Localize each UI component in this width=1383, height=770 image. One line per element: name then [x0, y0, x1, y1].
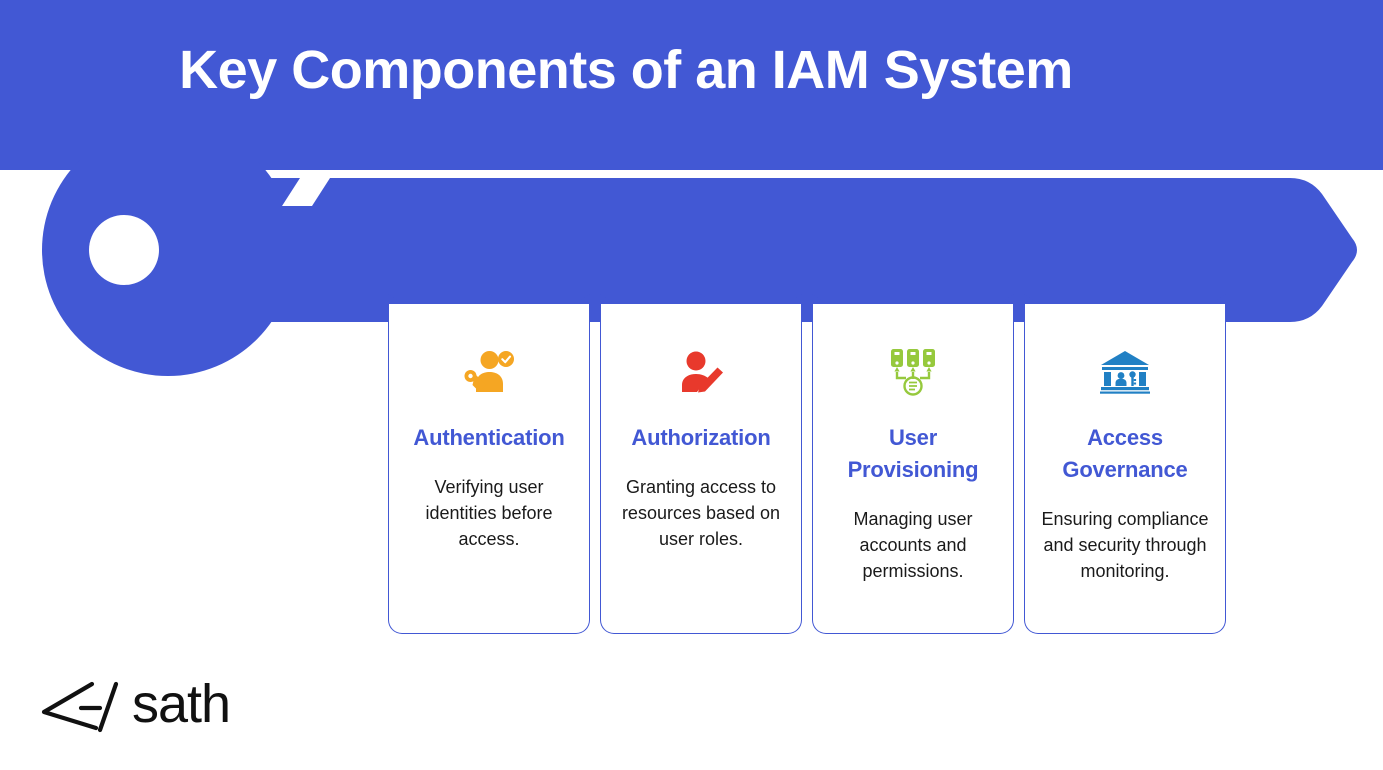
card-user-provisioning[interactable]: User Provisioning Managing user accounts…: [812, 284, 1014, 636]
components-card-row: Authentication Verifying user identities…: [388, 284, 1226, 636]
logo-wordmark: sath: [132, 674, 231, 734]
card-description: Granting access to resources based on us…: [621, 476, 781, 550]
server-provisioning-icon: [888, 348, 938, 396]
card-body: Access Governance Ensuring compliance an…: [1024, 304, 1226, 634]
user-key-check-icon: [464, 348, 514, 396]
brand-logo[interactable]: sath: [38, 674, 231, 734]
card-access-governance[interactable]: Access Governance Ensuring compliance an…: [1024, 284, 1226, 636]
card-title: Authorization: [631, 425, 771, 450]
card-authorization[interactable]: Authorization Granting access to resourc…: [600, 284, 802, 636]
card-title: Authentication: [413, 425, 565, 450]
card-description: Verifying user identities before access.: [425, 476, 553, 550]
page-title: Key Components of an IAM System: [179, 40, 1073, 100]
header-bar: Key Components of an IAM System: [0, 0, 1383, 170]
sath-chevron-slash-logo-icon: [41, 681, 119, 733]
card-body: Authentication Verifying user identities…: [388, 304, 590, 634]
card-body: User Provisioning Managing user accounts…: [812, 304, 1014, 634]
card-title: Access Governance: [1062, 425, 1188, 482]
card-description: Ensuring compliance and security through…: [1041, 508, 1209, 581]
card-title: User Provisioning: [847, 425, 979, 482]
user-edit-pencil-icon: [677, 348, 725, 396]
card-authentication[interactable]: Authentication Verifying user identities…: [388, 284, 590, 636]
card-body: Authorization Granting access to resourc…: [600, 304, 802, 634]
card-description: Managing user accounts and permissions.: [853, 508, 973, 581]
institution-governance-icon: [1099, 348, 1151, 396]
